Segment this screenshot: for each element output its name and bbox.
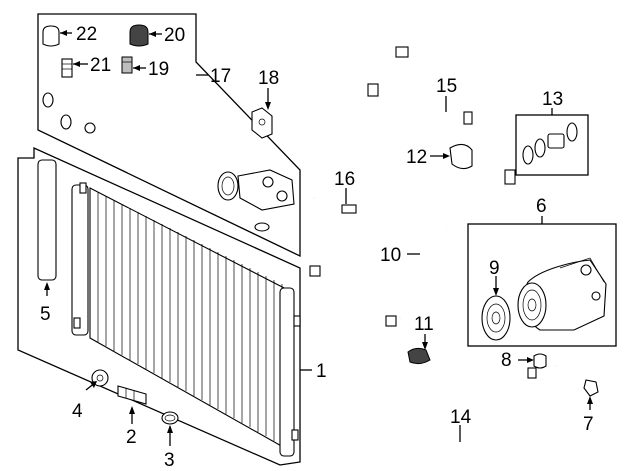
callout-6: 6 <box>536 196 547 217</box>
callout-4: 4 <box>72 401 83 422</box>
callout-17: 17 <box>210 66 231 87</box>
callout-15: 15 <box>436 76 457 97</box>
callout-19: 19 <box>148 59 169 80</box>
callout-14: 14 <box>450 407 472 428</box>
callout-16: 16 <box>334 169 355 190</box>
callout-12: 12 <box>406 147 427 168</box>
hose-assembly-17 <box>42 79 295 232</box>
callout-20: 20 <box>164 25 185 46</box>
pipe-16 <box>313 83 386 214</box>
clutch-pulley-9 <box>481 276 511 341</box>
cap-20 <box>129 24 162 47</box>
condenser <box>17 146 312 466</box>
callout-13: 13 <box>542 89 563 110</box>
callout-10: 10 <box>380 245 401 266</box>
compressor-assembly-6 <box>467 216 617 347</box>
hose-assembly-box <box>37 13 301 258</box>
cap-4 <box>85 369 109 391</box>
pipe-10 <box>385 169 516 327</box>
callout-9: 9 <box>489 258 500 279</box>
callout-8: 8 <box>501 350 512 371</box>
bushing-8 <box>518 353 547 369</box>
cap-22 <box>42 25 72 47</box>
hose-14 <box>309 265 537 445</box>
bracket-18 <box>251 88 273 139</box>
callout-5: 5 <box>40 304 51 325</box>
valve-21 <box>61 58 88 78</box>
bolt-2 <box>117 385 147 424</box>
connector-11 <box>407 334 431 365</box>
callout-7: 7 <box>583 414 594 435</box>
o-ring-3 <box>161 411 179 446</box>
callout-2: 2 <box>126 427 137 448</box>
compressor-body <box>517 257 607 331</box>
callout-22: 22 <box>76 24 97 45</box>
callout-1: 1 <box>316 361 327 382</box>
bolt-7 <box>555 365 599 410</box>
callout-3: 3 <box>164 450 175 471</box>
receiver-drier-5 <box>37 159 57 296</box>
valve-19 <box>121 56 146 74</box>
callout-11: 11 <box>414 314 434 335</box>
clip-12 <box>430 143 473 170</box>
hose-15 <box>395 46 473 125</box>
callout-18: 18 <box>258 68 279 89</box>
callout-21: 21 <box>90 55 111 76</box>
seal-kit-13 <box>515 108 589 176</box>
